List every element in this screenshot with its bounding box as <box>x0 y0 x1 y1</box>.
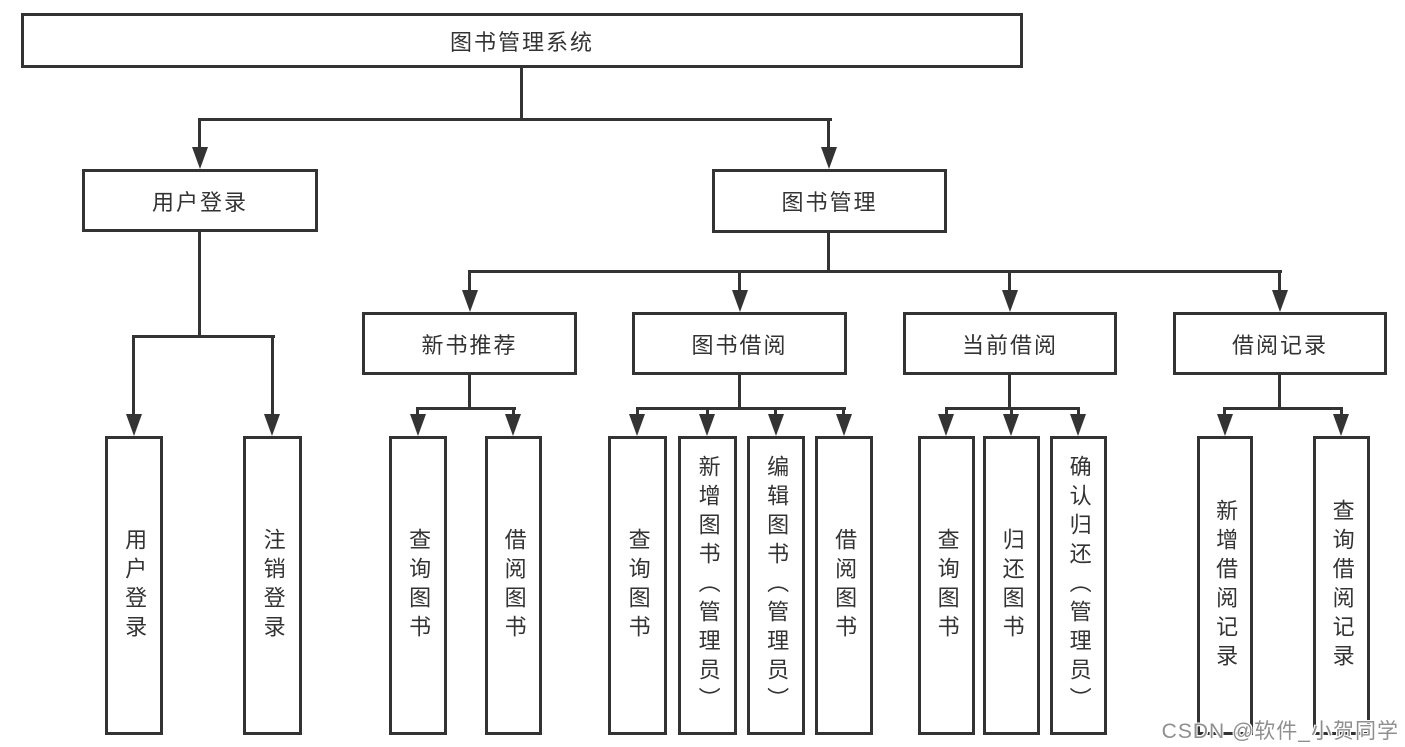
node-leaf-borrow-books: 借阅图书 <box>815 436 873 735</box>
node-leaf-return-books: 归还图书 <box>983 436 1040 735</box>
connector-line <box>738 270 741 290</box>
arrow-down-icon <box>629 414 645 436</box>
node-book-borrow: 图书借阅 <box>632 312 847 375</box>
arrow-down-icon <box>1217 414 1233 436</box>
connector-line <box>512 407 515 414</box>
arrow-down-icon <box>1002 290 1018 312</box>
node-leaf-return-books-label: 归还图书 <box>999 527 1025 644</box>
arrow-down-icon <box>264 414 280 436</box>
node-book-borrow-label: 图书借阅 <box>691 332 788 358</box>
connector-line <box>1223 407 1226 414</box>
arrow-down-icon <box>732 290 748 312</box>
connector-line <box>132 335 135 414</box>
connector-line <box>1008 270 1011 290</box>
node-leaf-query-books-borrow-label: 查询图书 <box>625 527 651 644</box>
node-leaf-confirm-return-admin: 确认归还（管理员） <box>1050 436 1107 735</box>
node-leaf-query-books-recommend: 查询图书 <box>389 436 447 735</box>
node-borrow-records-label: 借阅记录 <box>1231 332 1328 358</box>
arrow-down-icon <box>1272 290 1288 312</box>
node-leaf-query-borrow-record-label: 查询借阅记录 <box>1329 498 1355 673</box>
node-leaf-query-borrow-record: 查询借阅记录 <box>1313 436 1370 735</box>
arrow-down-icon <box>938 414 954 436</box>
connector-line <box>468 375 471 407</box>
connector-line <box>198 118 201 147</box>
node-leaf-borrow-books-label: 借阅图书 <box>832 527 858 644</box>
arrow-down-icon <box>699 414 715 436</box>
connector-line <box>945 407 948 414</box>
connector-line <box>827 118 830 147</box>
node-leaf-borrow-books-recommend-label: 借阅图书 <box>501 527 527 644</box>
connector-line <box>738 375 741 407</box>
node-leaf-query-books-current: 查询图书 <box>918 436 975 735</box>
node-leaf-query-books-borrow: 查询图书 <box>608 436 667 735</box>
arrow-down-icon <box>462 290 478 312</box>
watermark: CSDN @软件_小贺同学 <box>1161 720 1399 743</box>
node-new-book-recommend-label: 新书推荐 <box>421 332 518 358</box>
node-leaf-edit-book-admin: 编辑图书（管理员） <box>747 436 805 735</box>
arrow-down-icon <box>821 147 837 169</box>
arrow-down-icon <box>192 147 208 169</box>
node-user-login: 用户登录 <box>82 169 318 232</box>
node-current-borrow: 当前借阅 <box>903 312 1117 375</box>
connector-line <box>636 407 846 410</box>
node-leaf-confirm-return-admin-label: 确认归还（管理员） <box>1066 455 1092 716</box>
connector-line <box>706 407 709 414</box>
node-current-borrow-label: 当前借阅 <box>961 332 1058 358</box>
node-book-management-label: 图书管理 <box>781 190 878 215</box>
node-leaf-borrow-books-recommend: 借阅图书 <box>485 436 542 735</box>
node-leaf-user-login: 用户登录 <box>105 436 163 735</box>
connector-line <box>198 232 201 335</box>
connector-line <box>636 407 639 414</box>
connector-line <box>416 407 419 414</box>
node-leaf-add-borrow-record-label: 新增借阅记录 <box>1213 498 1239 673</box>
node-book-management: 图书管理 <box>712 169 947 233</box>
arrow-down-icon <box>768 414 784 436</box>
node-leaf-query-books-recommend-label: 查询图书 <box>406 527 432 644</box>
node-leaf-add-book-admin-label: 新增图书（管理员） <box>695 455 721 716</box>
connector-line <box>198 118 832 121</box>
node-leaf-edit-book-admin-label: 编辑图书（管理员） <box>764 455 790 716</box>
arrow-down-icon <box>505 414 521 436</box>
connector-line <box>416 407 516 410</box>
connector-line <box>468 270 471 290</box>
node-user-login-label: 用户登录 <box>151 189 248 215</box>
connector-line <box>468 270 1282 273</box>
node-leaf-user-login-label: 用户登录 <box>122 527 148 644</box>
connector-line <box>520 68 523 121</box>
node-root: 图书管理系统 <box>21 13 1023 68</box>
node-borrow-records: 借阅记录 <box>1173 312 1387 375</box>
arrow-down-icon <box>836 414 852 436</box>
connector-line <box>1340 407 1343 414</box>
node-leaf-logout: 注销登录 <box>243 436 302 735</box>
node-root-label: 图书管理系统 <box>449 29 594 55</box>
node-leaf-query-books-current-label: 查询图书 <box>934 527 960 644</box>
node-leaf-add-borrow-record: 新增借阅记录 <box>1197 436 1253 735</box>
arrow-down-icon <box>410 414 426 436</box>
connector-line <box>842 407 845 414</box>
connector-line <box>1223 407 1343 410</box>
arrow-down-icon <box>1070 414 1086 436</box>
connector-line <box>1008 375 1011 407</box>
node-leaf-add-book-admin: 新增图书（管理员） <box>678 436 737 735</box>
connector-line <box>827 233 830 270</box>
connector-line <box>1278 270 1281 290</box>
node-new-book-recommend: 新书推荐 <box>362 312 577 375</box>
arrow-down-icon <box>1003 414 1019 436</box>
node-leaf-logout-label: 注销登录 <box>260 527 286 644</box>
connector-line <box>132 335 275 338</box>
connector-line <box>1010 407 1013 414</box>
arrow-down-icon <box>126 414 142 436</box>
connector-line <box>774 407 777 414</box>
connector-line <box>271 335 274 414</box>
connector-line <box>1278 375 1281 407</box>
connector-line <box>1077 407 1080 414</box>
arrow-down-icon <box>1333 414 1349 436</box>
